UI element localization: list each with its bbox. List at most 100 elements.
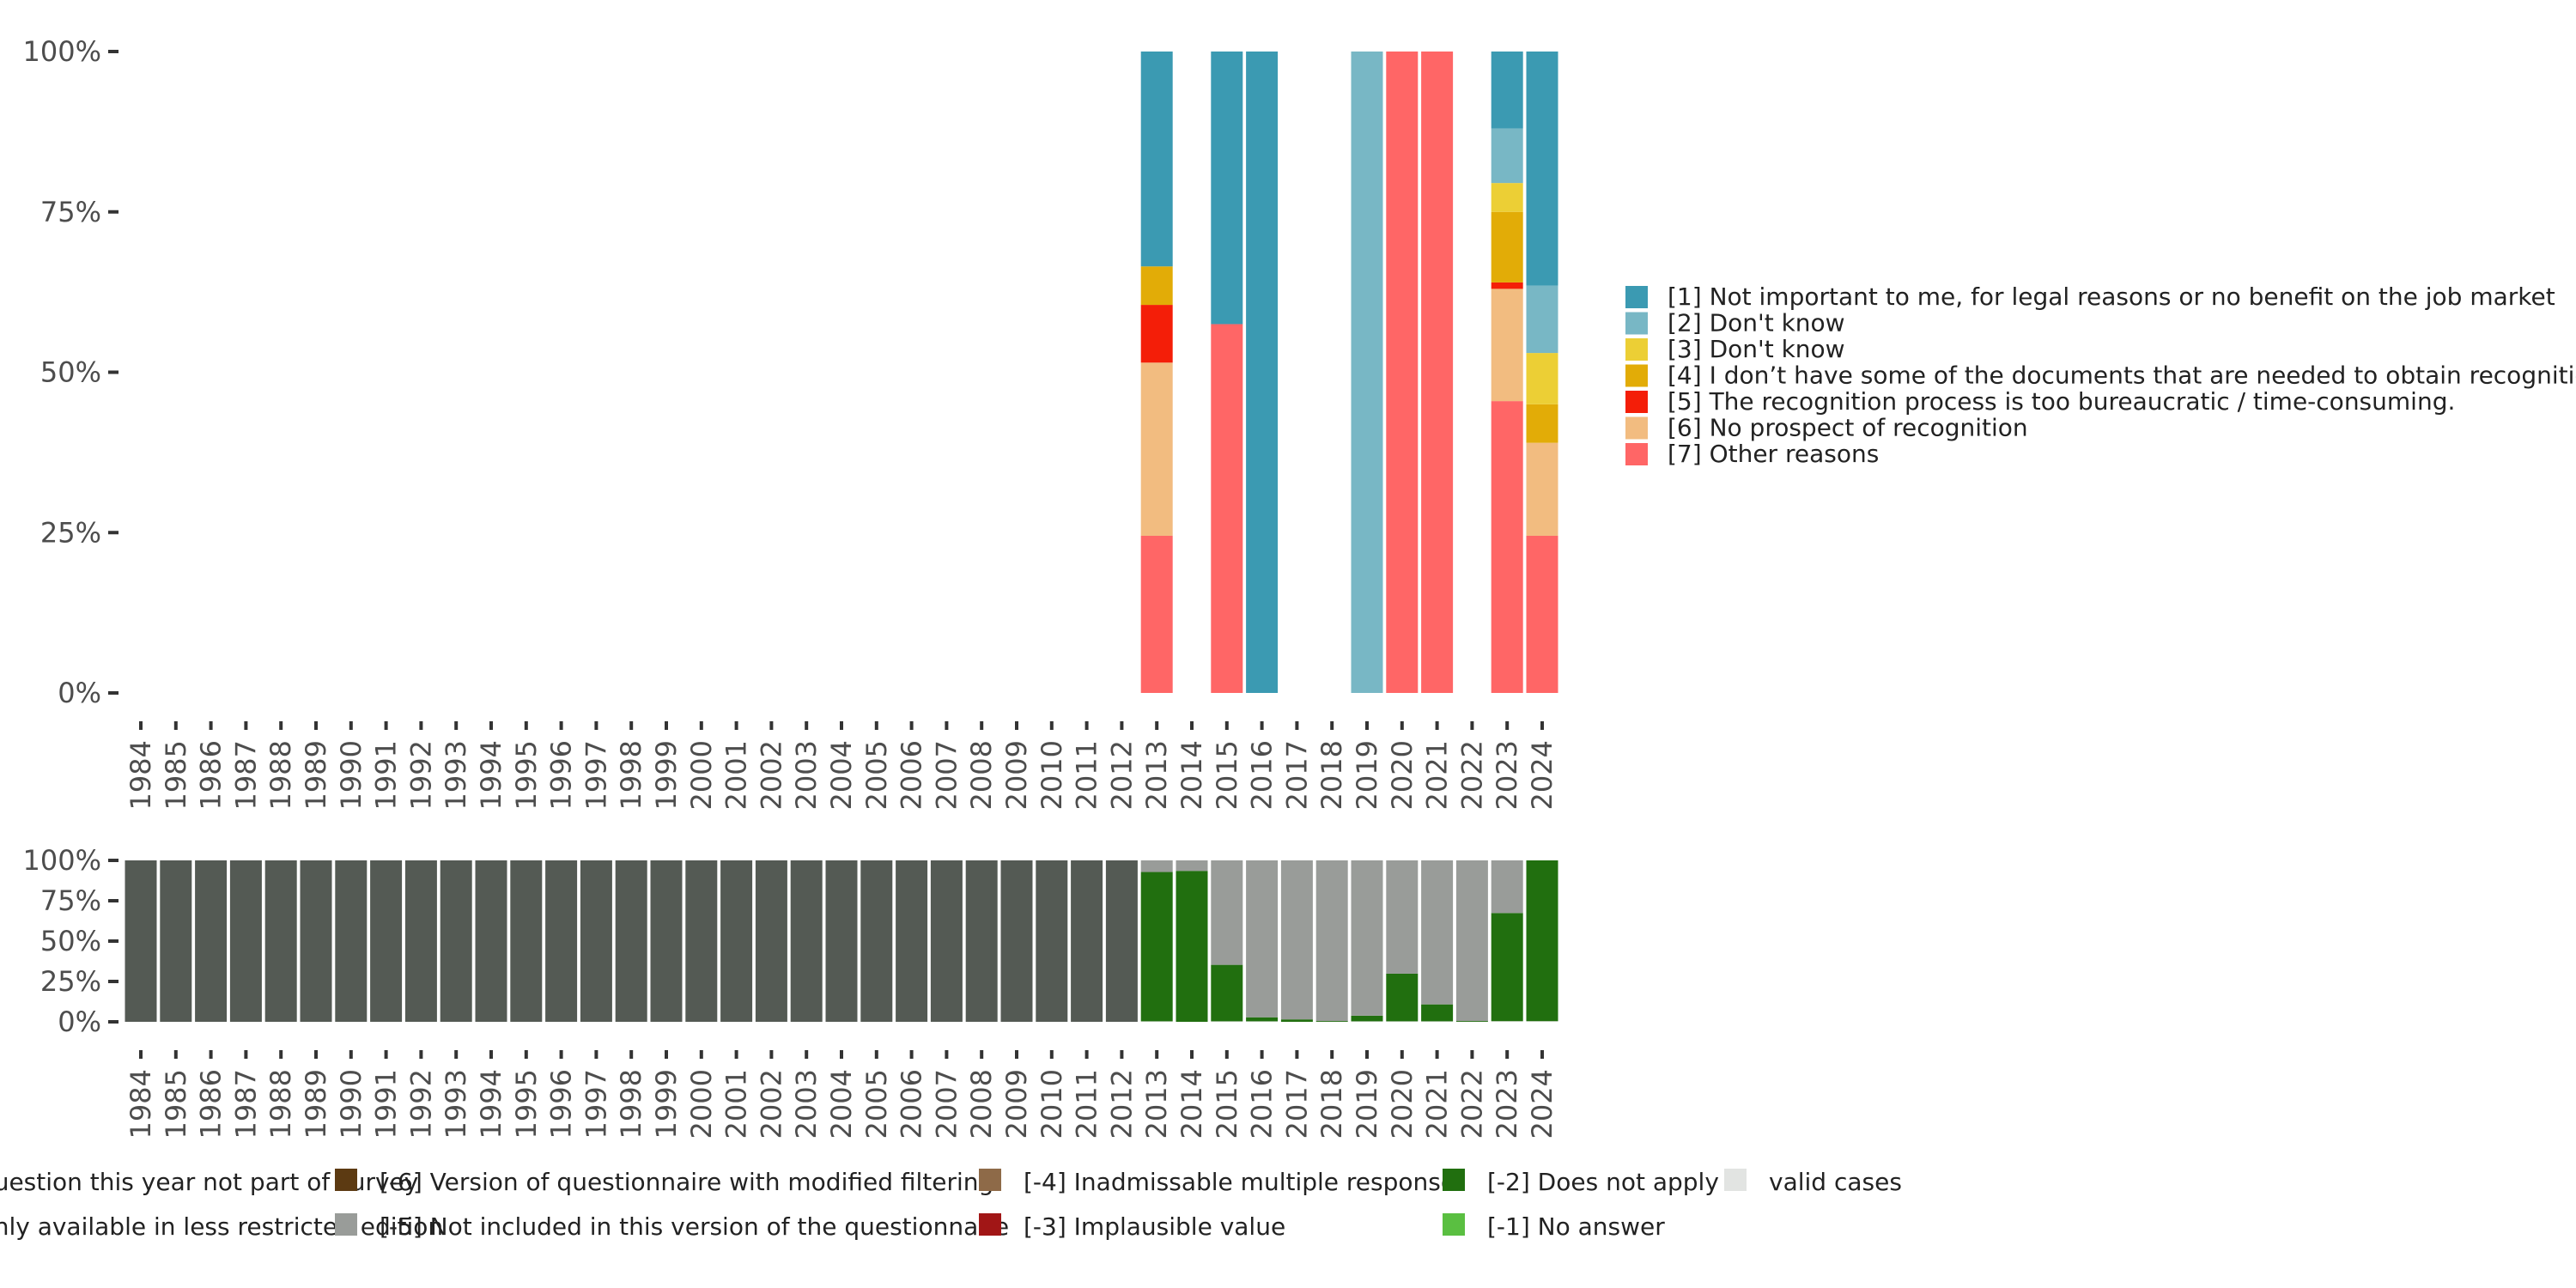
bar-segment bbox=[1140, 860, 1173, 872]
x-tick-label: 2001 bbox=[720, 1069, 753, 1139]
bar-segment bbox=[1421, 860, 1454, 1005]
x-tick-label: 1999 bbox=[650, 1069, 683, 1139]
x-tick-label: 1991 bbox=[370, 740, 403, 810]
x-tick-label: 2021 bbox=[1421, 740, 1454, 810]
bar-segment bbox=[1176, 860, 1208, 872]
bar-segment bbox=[404, 860, 437, 1022]
bar-segment bbox=[125, 860, 157, 1022]
bar-segment bbox=[1491, 401, 1523, 693]
bar-segment bbox=[1421, 1004, 1454, 1022]
x-tick-label: 2015 bbox=[1211, 740, 1243, 810]
x-tick-label: 2010 bbox=[1036, 1069, 1068, 1139]
x-tick-label: 2000 bbox=[685, 740, 718, 810]
x-tick-label: 2009 bbox=[1000, 1069, 1033, 1139]
bar-segment bbox=[335, 860, 368, 1022]
y-tick-label: 75% bbox=[40, 196, 101, 228]
y-tick-label: 50% bbox=[40, 925, 101, 957]
x-tick-label: 1999 bbox=[650, 740, 683, 810]
bar-segment bbox=[755, 860, 787, 1022]
legend-label: [1] Not important to me, for legal reaso… bbox=[1668, 283, 2555, 311]
y-tick-label: 0% bbox=[58, 677, 101, 709]
bar-segment bbox=[1176, 871, 1208, 1022]
x-tick-label: 2003 bbox=[790, 740, 823, 810]
bar-segment bbox=[1455, 860, 1488, 1022]
legend-swatch bbox=[1625, 312, 1648, 335]
x-tick-label: 2016 bbox=[1246, 740, 1279, 810]
legend-swatch bbox=[1724, 1169, 1747, 1191]
bar-segment bbox=[1105, 860, 1138, 1022]
bar-segment bbox=[1280, 1019, 1313, 1022]
bar-segment bbox=[1315, 860, 1348, 1022]
bar-segment bbox=[615, 860, 647, 1022]
x-tick-label: 2019 bbox=[1351, 1069, 1383, 1139]
legend-label: [-5] Not included in this version of the… bbox=[380, 1212, 1009, 1241]
bar-segment bbox=[160, 860, 192, 1022]
x-tick-label: 2008 bbox=[965, 1069, 998, 1139]
x-tick-label: 2013 bbox=[1140, 740, 1173, 810]
bar-segment bbox=[1526, 404, 1558, 443]
bar-segment bbox=[1211, 860, 1243, 965]
bar-segment bbox=[1211, 52, 1243, 325]
bar-segment bbox=[1000, 860, 1033, 1022]
x-tick-label: 1995 bbox=[510, 1069, 543, 1139]
x-tick-label: 2018 bbox=[1315, 1069, 1348, 1139]
y-tick-label: 0% bbox=[58, 1005, 101, 1038]
legend-label: [5] The recognition process is too burea… bbox=[1668, 387, 2455, 416]
bar-segment bbox=[510, 860, 543, 1022]
y-tick-label: 100% bbox=[23, 35, 101, 68]
bar-segment bbox=[1246, 1017, 1279, 1022]
x-tick-label: 2012 bbox=[1105, 1069, 1138, 1139]
x-tick-label: 2017 bbox=[1280, 740, 1313, 810]
x-tick-label: 2008 bbox=[965, 740, 998, 810]
bar-segment bbox=[1315, 1021, 1348, 1022]
y-tick-label: 100% bbox=[23, 844, 101, 877]
y-tick-label: 25% bbox=[40, 516, 101, 549]
x-tick-label: 1992 bbox=[404, 1069, 437, 1139]
bar-segment bbox=[1491, 183, 1523, 212]
x-tick-label: 1998 bbox=[615, 1069, 647, 1139]
bar-segment bbox=[930, 860, 963, 1022]
legend-swatch bbox=[1625, 338, 1648, 361]
x-tick-label: 2006 bbox=[896, 1069, 928, 1139]
bar-segment bbox=[264, 860, 297, 1022]
x-tick-label: 1994 bbox=[475, 740, 507, 810]
bar-segment bbox=[1491, 282, 1523, 289]
bar-segment bbox=[370, 860, 403, 1022]
bar-segment bbox=[1071, 860, 1103, 1022]
x-tick-label: 1988 bbox=[264, 740, 297, 810]
bar-segment bbox=[1526, 285, 1558, 354]
legend-label: [-3] Implausible value bbox=[1024, 1212, 1285, 1241]
bar-segment bbox=[1351, 860, 1383, 1016]
legend-label: [3] Don't know bbox=[1668, 335, 1845, 363]
x-tick-label: 1993 bbox=[440, 1069, 472, 1139]
x-tick-label: 1998 bbox=[615, 740, 647, 810]
legend-label: [-4] Inadmissable multiple response bbox=[1024, 1168, 1455, 1196]
x-tick-label: 2005 bbox=[860, 740, 893, 810]
bar-segment bbox=[1386, 1021, 1419, 1022]
bar-segment bbox=[1491, 211, 1523, 283]
x-tick-label: 2022 bbox=[1455, 1069, 1488, 1139]
x-tick-label: 1991 bbox=[370, 1069, 403, 1139]
bar-segment bbox=[1491, 289, 1523, 402]
x-tick-label: 2000 bbox=[685, 1069, 718, 1139]
x-tick-label: 1992 bbox=[404, 740, 437, 810]
bar-segment bbox=[1491, 128, 1523, 184]
bar-segment bbox=[1211, 964, 1243, 1022]
x-tick-label: 1984 bbox=[125, 1069, 157, 1139]
x-tick-label: 2013 bbox=[1140, 1069, 1173, 1139]
x-tick-label: 1990 bbox=[335, 740, 368, 810]
legend-label: [7] Other reasons bbox=[1668, 440, 1879, 468]
x-tick-label: 1997 bbox=[580, 1069, 612, 1139]
bar-segment bbox=[1386, 52, 1419, 693]
bar-segment bbox=[1526, 52, 1558, 286]
x-tick-label: 2016 bbox=[1246, 1069, 1279, 1139]
x-tick-label: 1988 bbox=[264, 1069, 297, 1139]
y-tick-label: 25% bbox=[40, 965, 101, 998]
x-tick-label: 1986 bbox=[195, 740, 228, 810]
x-tick-label: 2024 bbox=[1526, 740, 1558, 810]
bar-segment bbox=[1246, 1021, 1279, 1022]
x-tick-label: 2003 bbox=[790, 1069, 823, 1139]
x-tick-label: 2023 bbox=[1491, 1069, 1523, 1139]
bar-segment bbox=[1526, 353, 1558, 404]
